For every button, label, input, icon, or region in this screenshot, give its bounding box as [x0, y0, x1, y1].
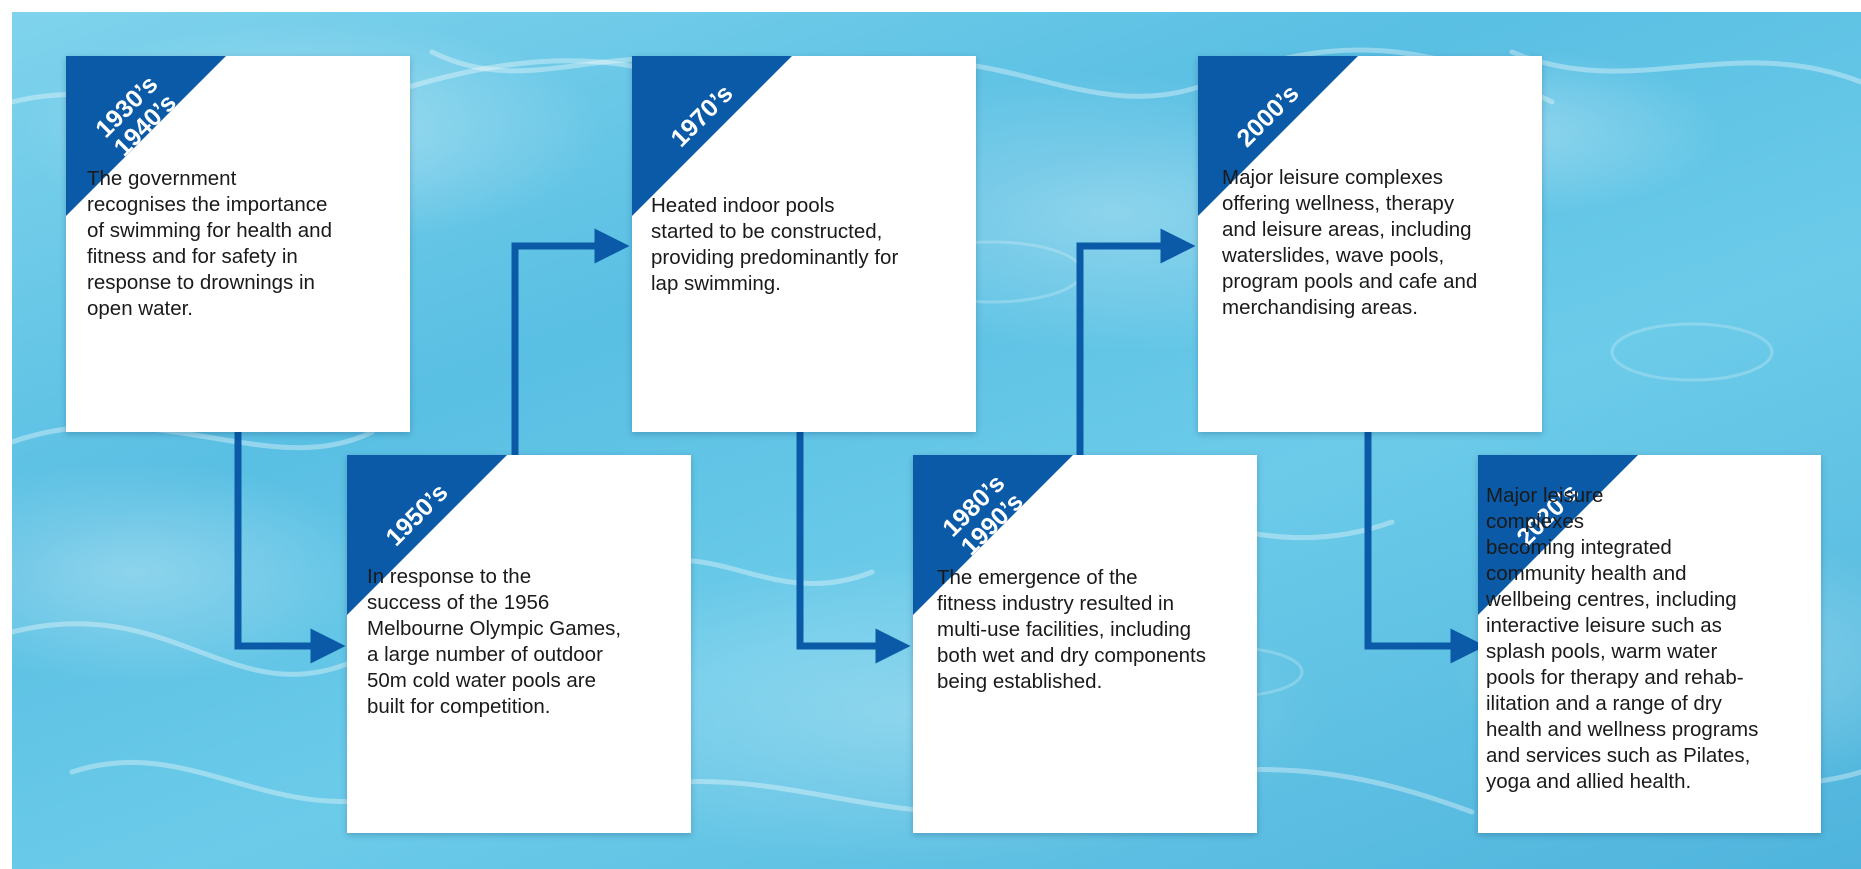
badge-triangle — [1198, 56, 1358, 216]
connector-1950s-to-1970s — [511, 228, 630, 455]
card-1950s: 1950’s In response to the success of the… — [347, 455, 691, 833]
card-description: In response to the success of the 1956 M… — [367, 565, 622, 718]
card-description: Major leisure complexes becoming integra… — [1486, 484, 1759, 793]
badge-triangle — [913, 455, 1073, 615]
era-badge: 1970’s — [632, 56, 792, 216]
badge-triangle — [66, 56, 226, 216]
card-2020s: 2020’s Major leisure complexes becoming … — [1478, 455, 1821, 833]
card-description: Heated indoor pools started to be constr… — [651, 194, 899, 295]
card-description: Major leisure complexes offering wellnes… — [1222, 166, 1478, 319]
card-description: The emergence of the fitness industry re… — [937, 566, 1206, 693]
era-badge: 2020’s — [1478, 455, 1638, 615]
era-badge: 1980’s 1990’s — [913, 455, 1073, 615]
connector-1980s-to-2000s — [1076, 228, 1196, 455]
era-badge: 2000’s — [1198, 56, 1358, 216]
badge-triangle — [347, 455, 507, 615]
card-1980s-1990s: 1980’s 1990’s The emergence of the fitne… — [913, 455, 1257, 833]
era-badge: 1930’s 1940’s — [66, 56, 226, 216]
badge-triangle — [1478, 455, 1638, 615]
connector-1930s-to-1950s — [234, 432, 346, 664]
badge-triangle — [632, 56, 792, 216]
connector-2000s-to-2020s — [1364, 432, 1486, 664]
card-2000s: 2000’s Major leisure complexes offering … — [1198, 56, 1542, 432]
card-1930s-1940s: 1930’s 1940’s The government recognises … — [66, 56, 410, 432]
connector-1970s-to-1980s — [796, 432, 911, 664]
era-badge: 1950’s — [347, 455, 507, 615]
card-description: The government recognises the importance… — [87, 167, 332, 320]
card-1970s: 1970’s Heated indoor pools started to be… — [632, 56, 976, 432]
